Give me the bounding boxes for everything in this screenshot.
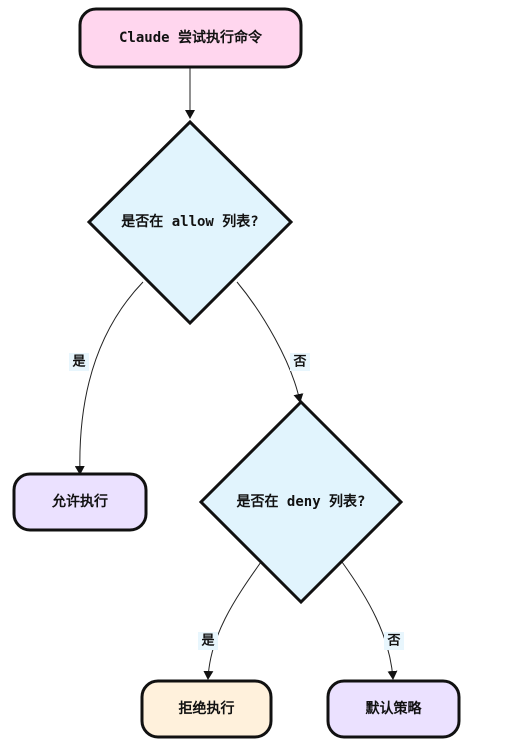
default-policy-node: 默认策略 bbox=[326, 679, 461, 739]
allow-check-decision: 是否在 allow 列表? bbox=[86, 119, 294, 326]
deny-check-label: 是否在 deny 列表? bbox=[236, 493, 365, 510]
edge-allow-check-no bbox=[236, 281, 304, 403]
edge-allow-check-yes bbox=[74, 281, 144, 475]
edge-label-deny-no: 否 bbox=[384, 632, 404, 650]
start-node: Claude 尝试执行命令 bbox=[78, 7, 303, 69]
edge-label-deny-yes: 是 bbox=[198, 632, 218, 650]
allow-exec-node: 允许执行 bbox=[12, 472, 148, 532]
deny-exec-node: 拒绝执行 bbox=[140, 679, 273, 739]
edge-label-allow-no-text: 否 bbox=[292, 355, 306, 370]
deny-check-decision: 是否在 deny 列表? bbox=[198, 399, 404, 605]
edge-label-allow-no: 否 bbox=[290, 353, 310, 371]
edge-label-allow-yes-text: 是 bbox=[71, 355, 86, 370]
edges bbox=[74, 68, 398, 680]
edge-deny-check-no bbox=[341, 561, 398, 680]
edge-label-deny-yes-text: 是 bbox=[200, 634, 215, 649]
edge-deny-check-yes bbox=[203, 561, 262, 680]
allow-check-label: 是否在 allow 列表? bbox=[121, 213, 258, 230]
deny-exec-label: 拒绝执行 bbox=[179, 700, 235, 717]
edge-label-allow-yes: 是 bbox=[69, 353, 89, 371]
edge-label-deny-no-text: 否 bbox=[386, 634, 400, 649]
default-policy-label: 默认策略 bbox=[366, 700, 423, 717]
allow-exec-label: 允许执行 bbox=[51, 493, 108, 510]
start-node-label: Claude 尝试执行命令 bbox=[119, 29, 263, 46]
